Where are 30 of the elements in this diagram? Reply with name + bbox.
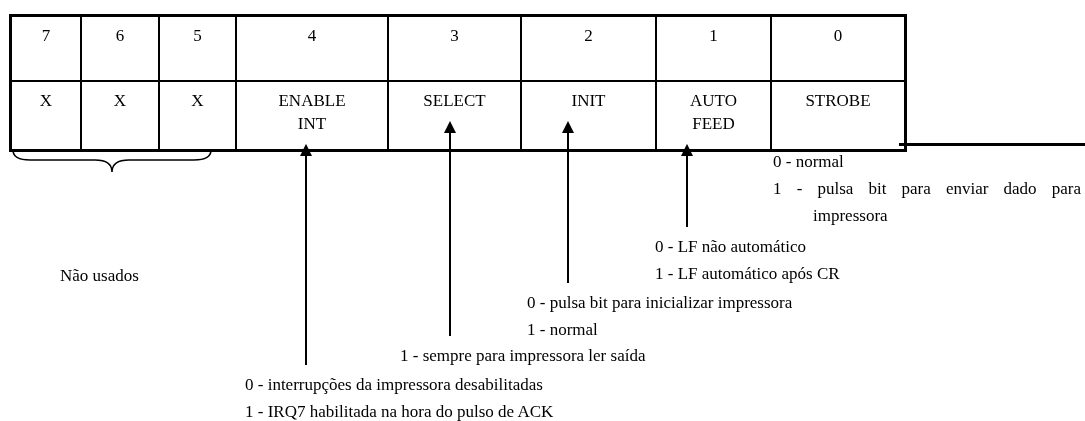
arrow (681, 143, 693, 228)
bit-name: ENABLE INT (267, 90, 357, 136)
bit-name: AUTO FEED (668, 90, 759, 136)
bit-number: 4 (307, 25, 317, 47)
bit-name: INIT (571, 90, 606, 113)
note-text: 1 - pulsa bit para enviar dado para impressora (773, 178, 1081, 227)
bit-number: 5 (193, 25, 202, 47)
note-text: Não usados (60, 265, 139, 287)
description-text: 1 - sempre para impressora ler saída (400, 345, 646, 367)
bit-number: 3 (450, 25, 459, 47)
bit-name: STROBE (805, 90, 871, 113)
description-text: 1 - LF automático após CR (655, 263, 840, 285)
description-text: 1 - normal (527, 319, 599, 341)
bit-number: 1 (709, 25, 718, 47)
description-text: 0 - LF não automático (655, 236, 808, 258)
note-text: 0 - normal (773, 151, 844, 173)
arrow (300, 143, 312, 366)
bit-number: 6 (115, 25, 125, 47)
bit-name: X (191, 90, 204, 112)
bit-number: 0 (833, 25, 843, 47)
bit-name: SELECT (423, 90, 486, 113)
description-text: 1 - IRQ7 habilitada na hora do pulso de ACK (245, 401, 554, 421)
bit-number: 2 (584, 25, 593, 47)
description-text: 0 - interrupções da impressora desabilitadas (245, 374, 544, 396)
description-text: 0 - pulsa bit para inicializar impressora (527, 292, 793, 314)
arrow (444, 120, 456, 337)
bit-name: X (113, 90, 127, 112)
bit-number: 7 (41, 25, 51, 47)
bit-name: X (39, 90, 53, 112)
arrow (562, 120, 574, 284)
